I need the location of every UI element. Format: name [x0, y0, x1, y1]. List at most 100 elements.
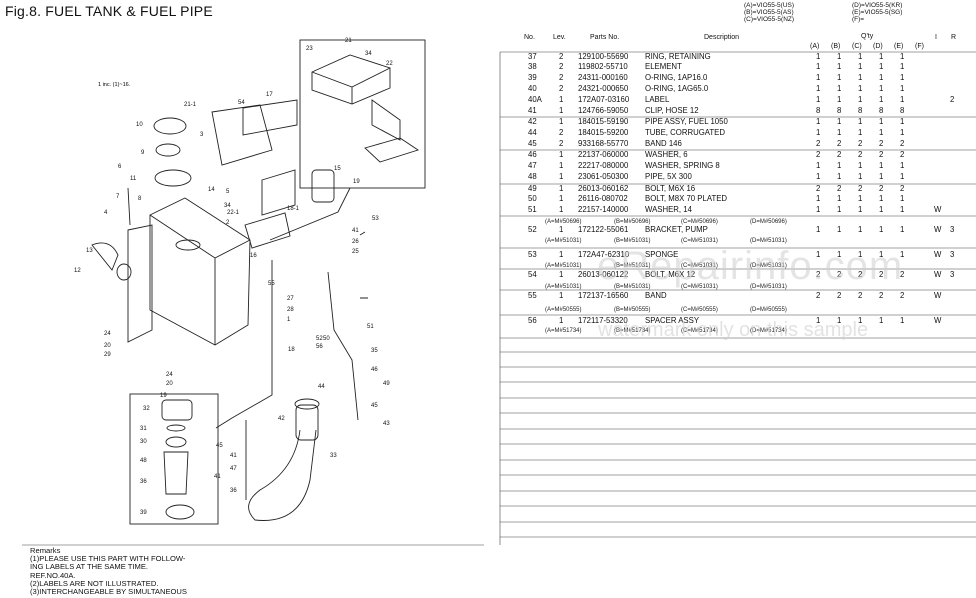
row-qty: 2	[858, 270, 863, 279]
row-qty: 1	[858, 95, 863, 104]
row-level: 1	[559, 270, 564, 279]
row-no: 37	[528, 52, 537, 61]
header-lev: Lev.	[553, 34, 566, 41]
diagram-callout: 21-1	[184, 102, 197, 108]
serial-note: (D=M#51031)	[750, 263, 787, 269]
row-no: 52	[528, 225, 537, 234]
row-description: BRACKET, PUMP	[645, 225, 708, 234]
diagram-callout: 43	[383, 421, 390, 427]
inc-note: 1 inc. (1)~16.	[98, 82, 131, 88]
diagram-callout: 34	[365, 51, 372, 57]
row-qty: 2	[858, 139, 863, 148]
row-qty: 1	[837, 52, 842, 61]
row-qty: 2	[816, 139, 821, 148]
header-qty-d: (D)	[873, 43, 883, 50]
diagram-callout: 41	[230, 453, 237, 459]
model-a: (A)=VIO55-5(US)	[744, 2, 795, 9]
row-qty: 1	[858, 52, 863, 61]
row-qty: 1	[879, 316, 884, 325]
remarks: Remarks (1)PLEASE USE THIS PART WITH FOL…	[30, 546, 450, 596]
row-qty: 1	[879, 250, 884, 259]
diagram-callout: 54	[238, 100, 245, 106]
row-qty: 1	[879, 225, 884, 234]
row-qty: 8	[879, 106, 884, 115]
diagram-callout: 42	[278, 416, 285, 422]
row-no: 40	[528, 84, 537, 93]
serial-note: (D=M#51031)	[750, 238, 787, 244]
diagram-callout: 11	[130, 176, 137, 182]
figure-title: Fig.8. FUEL TANK & FUEL PIPE	[5, 3, 213, 19]
row-qty: 1	[816, 250, 821, 259]
row-part-number: 172117-53320	[578, 316, 628, 325]
row-qty: 1	[816, 62, 821, 71]
diagram-callout: 32	[143, 406, 150, 412]
row-qty: 1	[816, 316, 821, 325]
row-level: 1	[559, 184, 564, 193]
header-qty-c: (C)	[852, 43, 862, 50]
serial-note: (A=M#50696)	[545, 219, 582, 225]
row-qty: 1	[900, 62, 905, 71]
header-parts-no: Parts No.	[590, 34, 620, 41]
row-level: 1	[559, 205, 564, 214]
diagram-callout: 26	[352, 239, 359, 245]
header-qty: Q'ty	[861, 33, 874, 40]
row-no: 53	[528, 250, 537, 259]
serial-note: (B=M#51734)	[614, 328, 651, 334]
row-qty: 1	[858, 250, 863, 259]
row-i-flag: W	[934, 270, 942, 279]
row-qty: 1	[837, 95, 842, 104]
row-part-number: 24311-000160	[578, 73, 628, 82]
row-qty: 1	[816, 73, 821, 82]
diagram-callout: 44	[318, 384, 325, 390]
header-i: I	[935, 34, 937, 41]
row-qty: 1	[900, 225, 905, 234]
row-qty: 1	[900, 128, 905, 137]
row-description: WASHER, 6	[645, 150, 688, 159]
row-qty: 1	[858, 128, 863, 137]
diagram-callout: 23	[306, 46, 313, 52]
diagram-callout: 3	[200, 132, 204, 138]
row-i-flag: W	[934, 316, 942, 325]
serial-note: (C=M#51031)	[681, 284, 718, 290]
diagram-callout: 18-1	[287, 206, 300, 212]
row-description: BOLT, M6X 12	[645, 270, 696, 279]
header-qty-f: (F)	[915, 43, 924, 50]
row-qty: 1	[900, 194, 905, 203]
diagram-callout: 51	[367, 324, 374, 330]
row-qty: 1	[879, 117, 884, 126]
row-qty: 1	[858, 194, 863, 203]
row-qty: 1	[816, 84, 821, 93]
row-qty: 2	[837, 184, 842, 193]
row-qty: 1	[858, 117, 863, 126]
row-level: 2	[559, 62, 564, 71]
row-qty: 8	[837, 106, 842, 115]
serial-note: (D=M#51031)	[750, 284, 787, 290]
row-qty: 1	[816, 225, 821, 234]
diagram-callout: 19	[160, 393, 167, 399]
header-qty-e: (E)	[894, 43, 904, 50]
diagram-callout: 20	[104, 343, 111, 349]
serial-note: (C=M#51031)	[681, 238, 718, 244]
row-qty: 1	[837, 84, 842, 93]
row-description: O-RING, 1AG65.0	[645, 84, 709, 93]
row-part-number: 26013-060122	[578, 270, 629, 279]
row-description: ELEMENT	[645, 62, 682, 71]
diagram-callout: 55	[268, 281, 275, 287]
row-level: 1	[559, 106, 564, 115]
serial-note: (B=M#50696)	[614, 219, 651, 225]
model-c: (C)=VIO55-5(NZ)	[744, 16, 795, 24]
remarks-line-2: ING LABELS AT THE SAME TIME.	[30, 562, 149, 572]
diagram-callout: 36	[140, 479, 147, 485]
diagram-callout: 46	[371, 367, 378, 373]
diagram-callout: 14	[208, 187, 215, 193]
row-qty: 1	[858, 161, 863, 170]
row-r-flag: 2	[950, 95, 955, 104]
serial-note: (A=M#50555)	[545, 307, 582, 313]
row-qty: 2	[900, 150, 905, 159]
diagram-callout: 10	[136, 122, 143, 128]
diagram-callout: 36	[230, 488, 237, 494]
diagram-callout: 30	[140, 439, 147, 445]
row-part-number: 22217-080000	[578, 161, 629, 170]
diagram-callout: 15	[334, 166, 341, 172]
row-qty: 2	[900, 184, 905, 193]
